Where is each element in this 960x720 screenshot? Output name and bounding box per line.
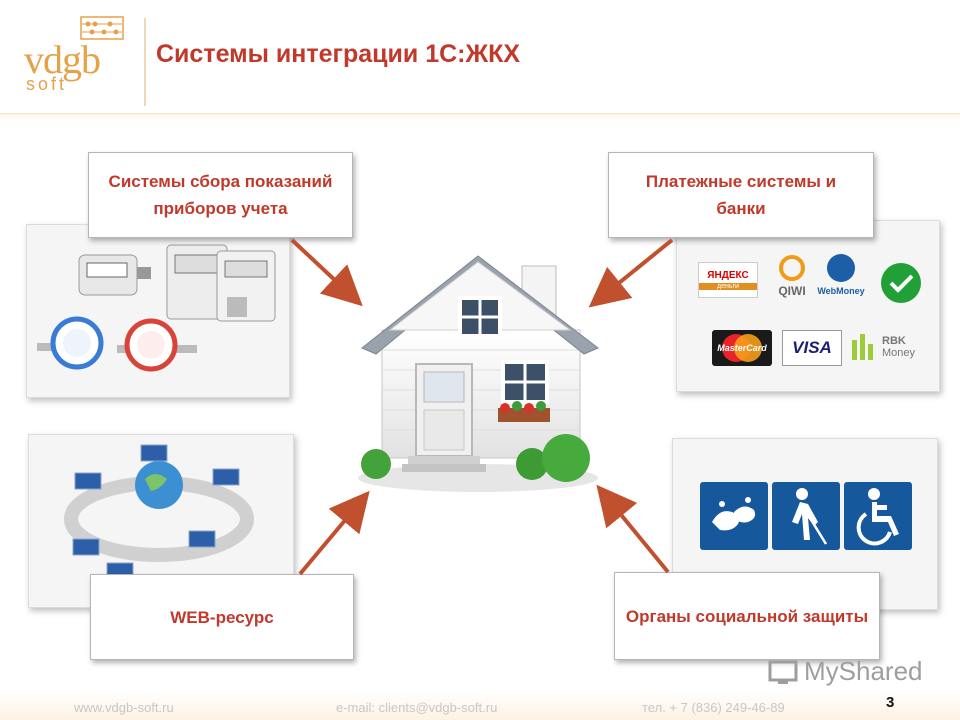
arrow-web <box>298 490 370 576</box>
myshared-icon <box>768 660 798 684</box>
house-icon <box>358 255 599 492</box>
yandex-label: ЯНДЕКС <box>707 270 749 281</box>
logo-subtext: soft <box>26 74 68 94</box>
webmoney-logo: WebMoney <box>815 246 867 304</box>
qiwi-label: QIWI <box>778 283 806 298</box>
webmoney-globe-icon <box>827 254 855 282</box>
page-number: 3 <box>886 694 895 711</box>
blind-person-icon <box>772 482 840 550</box>
sberbank-icon <box>881 263 921 303</box>
water-meter-icon <box>78 254 151 296</box>
abacus-icon <box>80 16 124 40</box>
electric-meter-icon <box>166 244 276 322</box>
watermark: MyShared <box>804 656 923 686</box>
bush-icon <box>542 434 590 482</box>
meters-label: Системы сбора показаний приборов учета <box>88 152 353 238</box>
mastercard-label: MasterCard <box>717 343 767 353</box>
arrow-meters <box>290 238 363 307</box>
sberbank-logo <box>878 262 924 304</box>
footer-email[interactable]: e-mail: clients@vdgb-soft.ru <box>336 700 498 715</box>
water-counter-icon <box>37 316 197 372</box>
header-rule <box>0 113 960 120</box>
logo-text: vdgb <box>24 37 101 82</box>
page-title: Системы интеграции 1С:ЖКХ <box>156 40 521 68</box>
visa-label: VISA <box>792 338 832 357</box>
sign-language-icon <box>700 482 768 550</box>
footer-phone: тел. + 7 (836) 249-46-89 <box>642 700 785 715</box>
yandex-sublabel: деньги <box>699 283 757 290</box>
rbk-bars-icon <box>852 334 873 360</box>
visa-logo: VISA <box>782 330 842 366</box>
web-label: WEB-ресурс <box>90 574 354 660</box>
mastercard-logo: MasterCard <box>712 330 772 366</box>
footer: www.vdgb-soft.ru e-mail: clients@vdgb-so… <box>0 692 960 720</box>
payments-label: Платежные системы и банки <box>608 152 874 238</box>
mastercard-circles-icon <box>722 334 762 362</box>
qiwi-ring-icon <box>779 254 805 281</box>
bush-icon <box>516 448 548 480</box>
social-label: Органы социальной защиты <box>614 572 880 660</box>
wheelchair-icon <box>844 482 912 550</box>
arrow-social <box>596 484 670 574</box>
header-divider <box>144 18 146 106</box>
webmoney-label: WebMoney <box>817 286 865 296</box>
arrow-payments <box>588 238 674 308</box>
bush-icon <box>361 449 391 479</box>
meters-image <box>37 244 276 372</box>
meters-card <box>26 224 290 398</box>
footer-site-link[interactable]: www.vdgb-soft.ru <box>74 700 174 715</box>
vdgb-logo: vdgb soft <box>18 14 146 110</box>
yandex-money-logo: ЯНДЕКС деньги <box>698 262 758 298</box>
qiwi-logo: QIWI <box>772 248 812 304</box>
